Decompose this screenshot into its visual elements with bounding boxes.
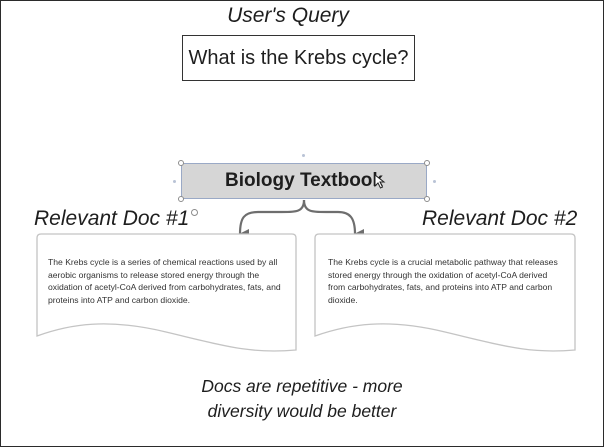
note-line-2: diversity would be better — [207, 401, 397, 421]
connector-to-doc-1 — [238, 199, 306, 240]
connection-point-top[interactable] — [302, 154, 305, 157]
note-line-1: Docs are repetitive - more — [201, 376, 403, 396]
doc-2-text: The Krebs cycle is a crucial metabolic p… — [328, 257, 558, 305]
query-heading: User's Query — [227, 4, 349, 27]
source-box[interactable]: Biology Textbook — [181, 163, 427, 199]
selection-handle-bottom-left[interactable] — [178, 196, 184, 202]
rotate-handle[interactable] — [191, 209, 198, 216]
connection-point-left[interactable] — [173, 180, 176, 183]
doc-shape-1 — [36, 233, 297, 352]
doc-2-body: The Krebs cycle is a crucial metabolic p… — [328, 256, 564, 306]
doc-1-text: The Krebs cycle is a series of chemical … — [48, 257, 281, 305]
doc-2-heading: Relevant Doc #2 — [422, 207, 578, 230]
selection-handle-bottom-right[interactable] — [424, 196, 430, 202]
selection-handle-top-right[interactable] — [424, 160, 430, 166]
connector-to-doc-2 — [302, 199, 365, 239]
mouse-cursor-icon — [374, 174, 386, 189]
query-box: What is the Krebs cycle? — [182, 35, 415, 81]
doc-1-heading: Relevant Doc #1 — [34, 207, 190, 230]
note-text: Docs are repetitive - more diversity wou… — [150, 374, 454, 424]
doc-shape-2 — [314, 233, 576, 352]
selection-handle-top-left[interactable] — [178, 160, 184, 166]
doc-1-body: The Krebs cycle is a series of chemical … — [48, 256, 284, 306]
connection-point-right[interactable] — [433, 180, 436, 183]
